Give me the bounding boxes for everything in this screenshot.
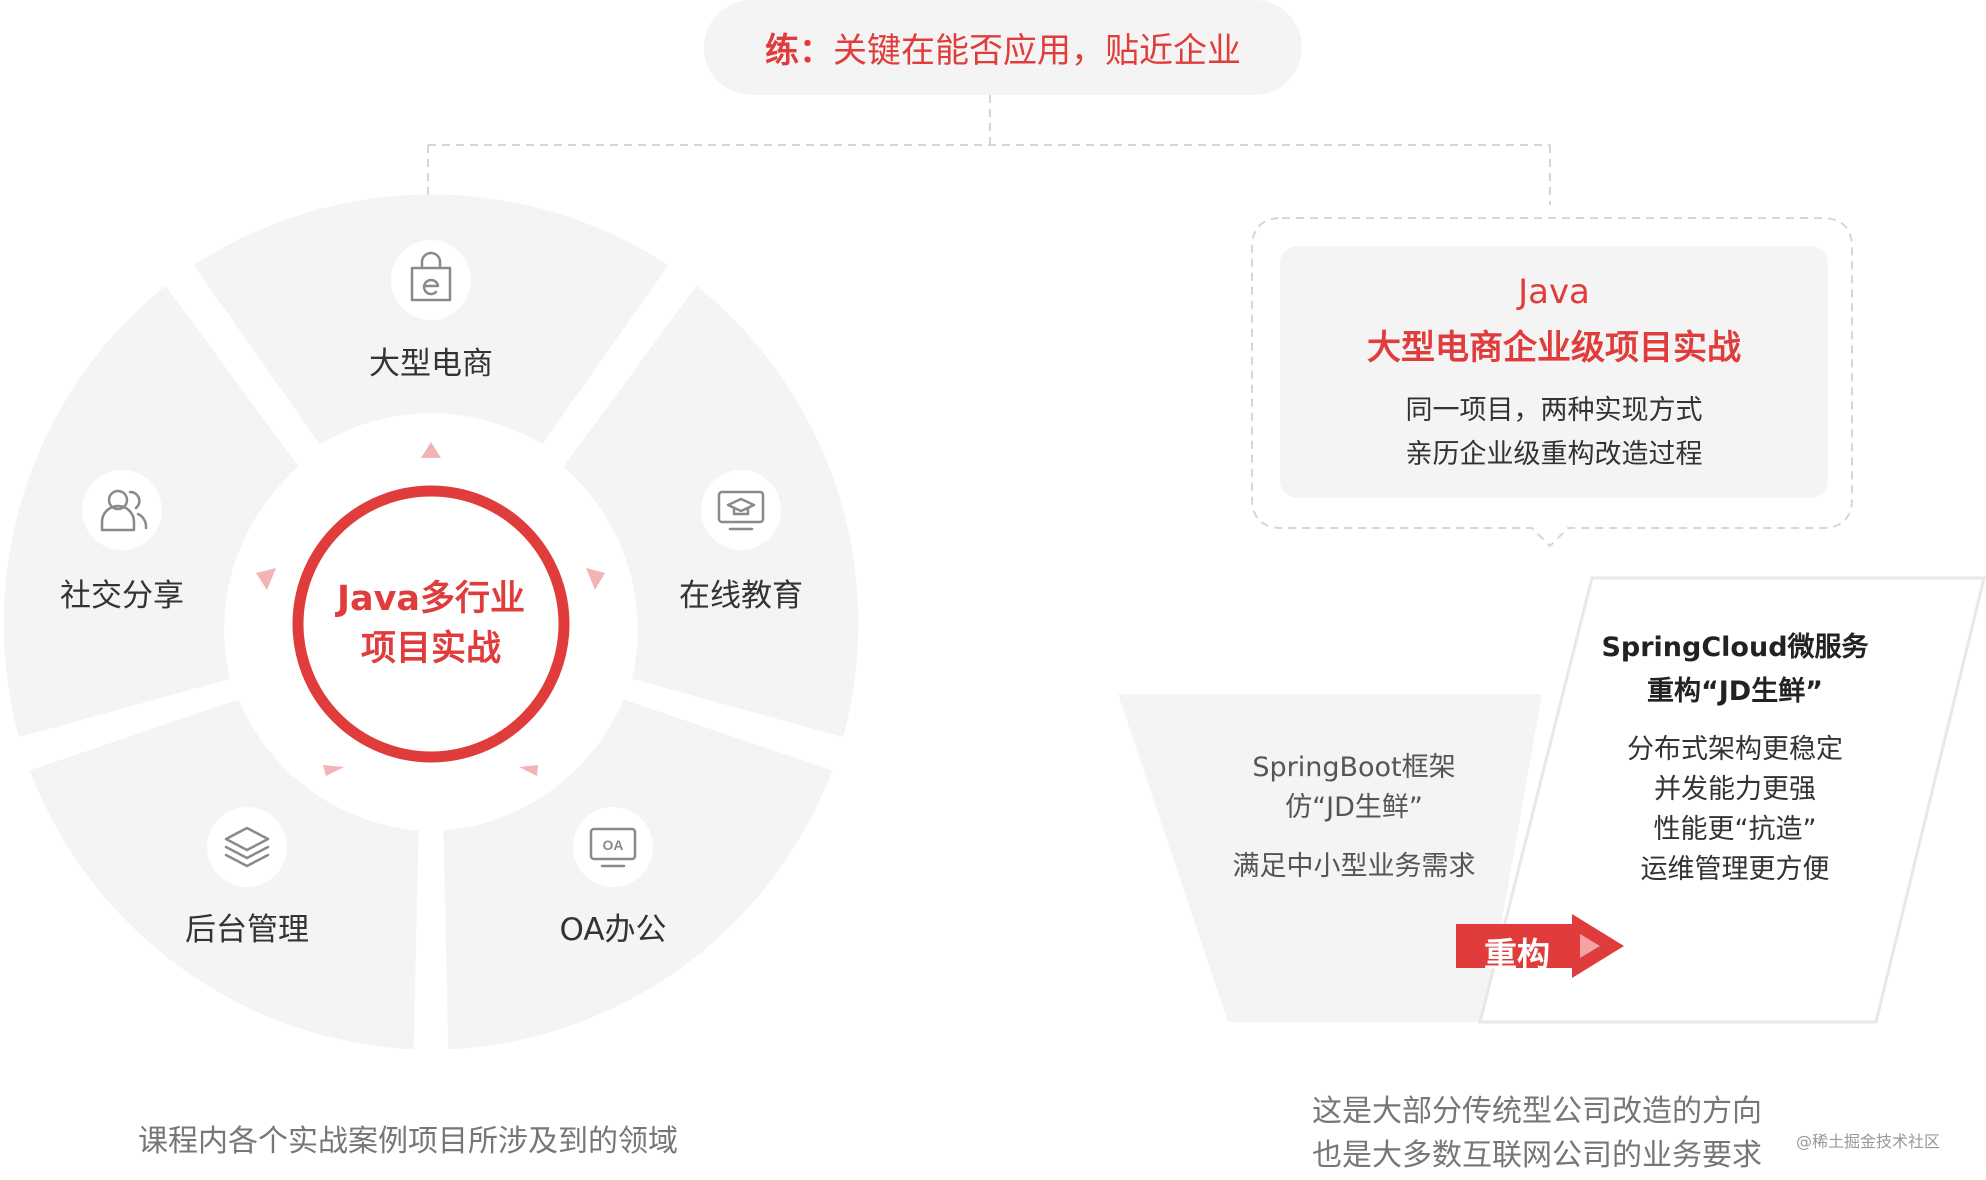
- springboot-line1: SpringBoot框架: [1252, 752, 1456, 783]
- layers-icon: [224, 826, 270, 868]
- top-heading-text: 关键在能否应用，贴近企业: [833, 31, 1241, 71]
- top-heading-pill: 练： 关键在能否应用，贴近企业: [704, 0, 1302, 95]
- users-icon: [100, 489, 148, 532]
- springcloud-line2: 重构“JD生鲜”: [1647, 676, 1823, 707]
- top-heading-key: 练：: [765, 31, 833, 71]
- springboot-text: SpringBoot框架 仿“JD生鲜” 满足中小型业务需求: [1204, 748, 1504, 883]
- springboot-sub: 满足中小型业务需求: [1232, 851, 1476, 882]
- card-line1: Java: [1518, 272, 1590, 312]
- footer-right-line2: 也是大多数互联网公司的业务要求: [1312, 1138, 1762, 1173]
- pointer-left: [256, 568, 276, 590]
- springcloud-point: 分布式架构更稳定: [1627, 734, 1843, 765]
- shopping-bag-e-icon: [410, 251, 452, 302]
- springcloud-point: 并发能力更强: [1654, 774, 1816, 805]
- springcloud-point: 性能更“抗造”: [1653, 814, 1817, 845]
- card-desc: 同一项目，两种实现方式 亲历企业级重构改造过程: [1280, 389, 1828, 477]
- card-line3: 同一项目，两种实现方式: [1405, 395, 1703, 426]
- refactor-arrow: [1456, 914, 1624, 978]
- pointer-bottom-right: [519, 765, 538, 776]
- wheel-caption: 课程内各个实战案例项目所涉及到的领域: [138, 1124, 678, 1159]
- springcloud-points: 分布式架构更稳定 并发能力更强 性能更“抗造” 运维管理更方便: [1575, 730, 1895, 890]
- card-line2: 大型电商企业级项目实战: [1367, 328, 1741, 368]
- project-card: Java 大型电商企业级项目实战 同一项目，两种实现方式 亲历企业级重构改造过程: [1280, 246, 1828, 498]
- springcloud-point: 运维管理更方便: [1640, 854, 1830, 885]
- springboot-line2: 仿“JD生鲜”: [1285, 792, 1423, 823]
- label-ecommerce: 大型电商: [369, 346, 493, 382]
- springcloud-line1: SpringCloud微服务: [1601, 632, 1869, 663]
- pointer-bottom-left: [323, 765, 344, 776]
- refactor-play-icon: [1580, 934, 1600, 958]
- refactor-label: 重构: [1484, 935, 1550, 974]
- top-connector: [427, 95, 1551, 205]
- center-title-line2: 项目实战: [360, 629, 501, 669]
- card-dashed-bubble: [1251, 217, 1853, 548]
- pointer-top: [421, 442, 441, 458]
- svg-text:OA: OA: [603, 837, 624, 853]
- springcloud-panel: [1478, 576, 1986, 1024]
- oa-monitor-icon: OA: [589, 827, 637, 868]
- label-social: 社交分享: [60, 578, 184, 614]
- center-title: Java多行业 项目实战: [311, 574, 551, 674]
- label-oa: OA办公: [559, 912, 667, 948]
- footer-right: 这是大部分传统型公司改造的方向 也是大多数互联网公司的业务要求: [1312, 1090, 1762, 1178]
- label-education: 在线教育: [679, 578, 803, 614]
- watermark: @稀土掘金技术社区: [1796, 1132, 1941, 1151]
- card-line4: 亲历企业级重构改造过程: [1405, 439, 1703, 470]
- label-admin: 后台管理: [185, 912, 309, 948]
- springcloud-text: SpringCloud微服务 重构“JD生鲜” 分布式架构更稳定 并发能力更强 …: [1575, 626, 1895, 890]
- wheel-pointers: [256, 442, 605, 776]
- center-ring: [292, 485, 570, 763]
- footer-right-line1: 这是大部分传统型公司改造的方向: [1312, 1094, 1762, 1129]
- pointer-right: [586, 568, 605, 590]
- monitor-graduation-icon: [717, 490, 765, 531]
- springboot-panel: [1118, 694, 1542, 1022]
- center-title-line1: Java多行业: [336, 579, 526, 619]
